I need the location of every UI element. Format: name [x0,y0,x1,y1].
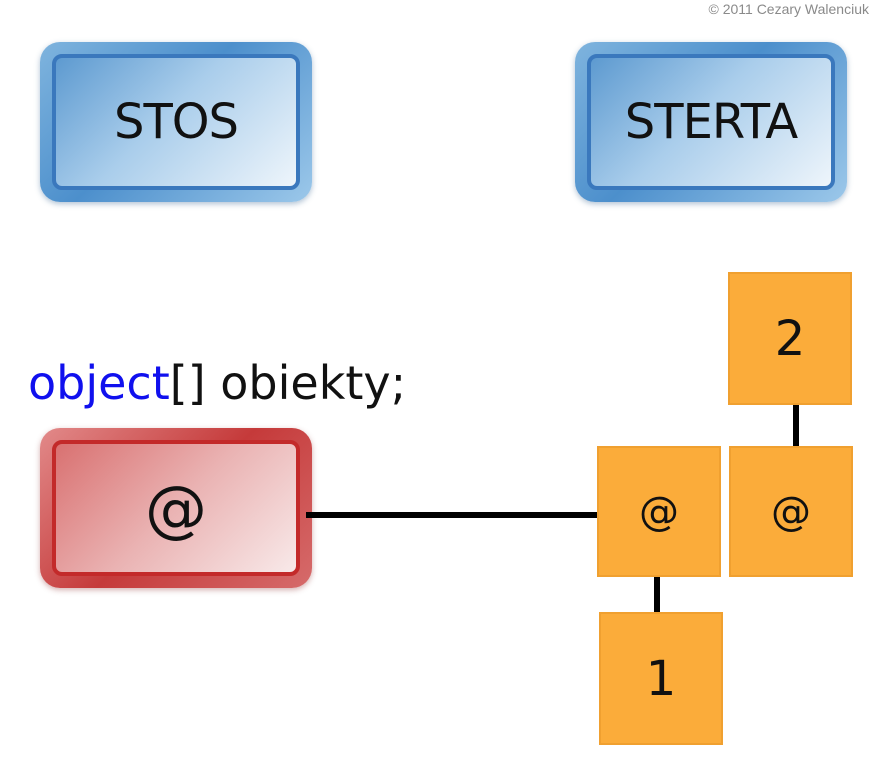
heap-object-2-value: 2 [774,310,806,367]
stack-header-label: STOS [113,94,239,150]
heap-object-1: 1 [599,612,723,745]
array-cell-1-symbol: @ [639,488,679,535]
array-cell-1: @ [597,446,721,577]
stack-header-inner: STOS [52,54,300,190]
heap-header-label: STERTA [624,94,798,150]
declaration-keyword: object [28,356,170,410]
stack-reference-inner: @ [52,440,300,576]
declaration-rest: [] obiekty; [169,356,407,410]
copyright-text: © 2011 Cezary Walenciuk [708,1,870,17]
reference-connector [306,512,598,518]
declaration-text: object[] obiekty; [28,356,406,410]
heap-header-inner: STERTA [587,54,835,190]
stack-reference-box: @ [40,428,312,588]
cell1-value-connector [654,576,660,614]
array-cell-2-symbol: @ [771,488,811,535]
heap-header: STERTA [575,42,847,202]
array-cell-2: @ [729,446,853,577]
stack-reference-symbol: @ [145,471,207,545]
stack-header: STOS [40,42,312,202]
cell2-value-connector [793,404,799,446]
heap-object-1-value: 1 [645,650,677,707]
heap-object-2: 2 [728,272,852,405]
